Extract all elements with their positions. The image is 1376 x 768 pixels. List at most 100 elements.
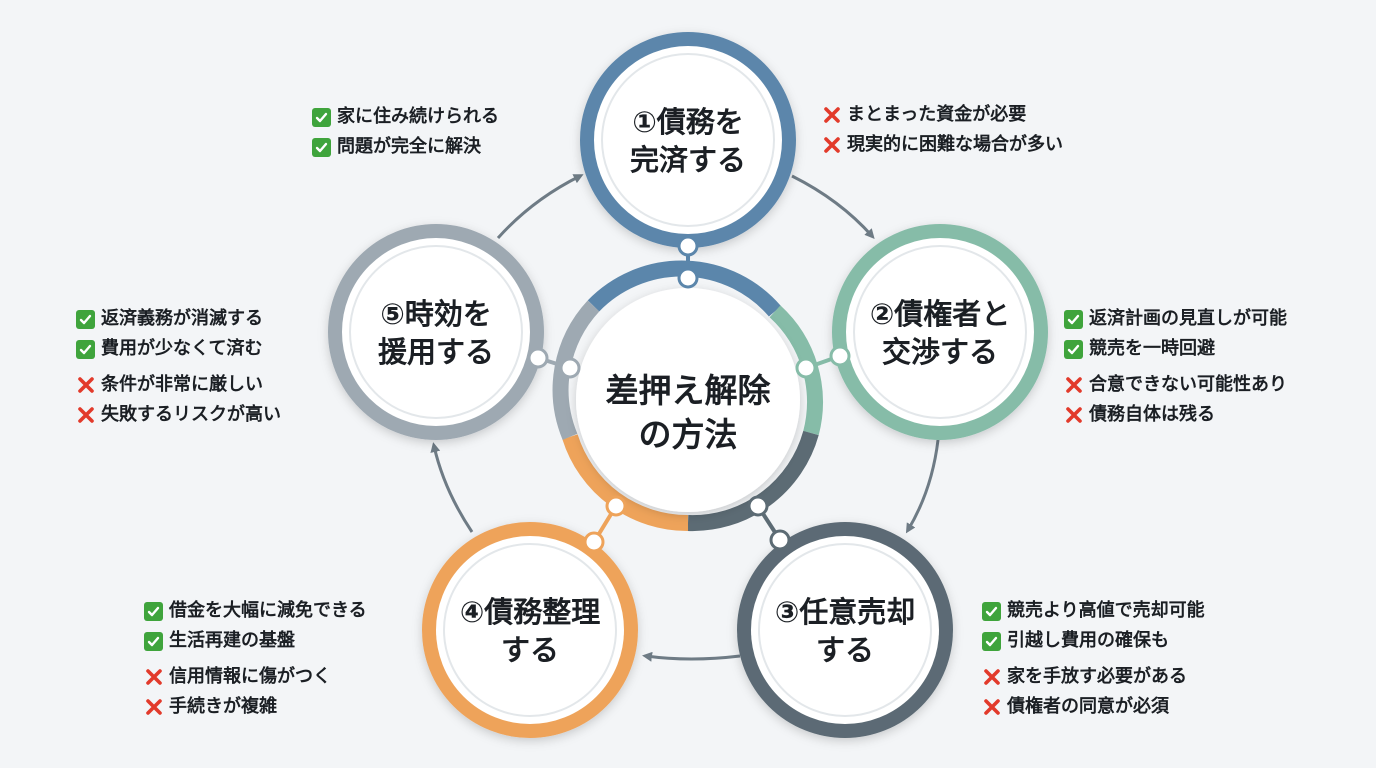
con-text: 条件が非常に厳しい	[101, 374, 263, 395]
node-5-statute-limitations: ⑤時効を 援用する	[328, 224, 549, 440]
check-box-icon	[982, 601, 1001, 621]
hub-joint-node1	[677, 267, 699, 289]
arrow-2-to-3	[905, 439, 940, 534]
node-3-list: 競売より高値で売却可能 引越し費用の確保も 家を手放す必要がある 債権者の同意が…	[982, 596, 1205, 722]
node-1-pay-off-debt: ①債務を 完済する	[580, 32, 796, 257]
con-item: 現実的に困難な場合が多い	[822, 130, 1063, 160]
cross-icon	[1064, 406, 1083, 425]
con-item: 家を手放す必要がある	[982, 662, 1205, 692]
node-5-list: 返済義務が消滅する 費用が少なくて済む 条件が非常に厳しい 失敗するリスクが高い	[76, 304, 281, 430]
check-box-icon	[1064, 309, 1083, 329]
node-1-title-line2: 完済する	[630, 143, 746, 177]
arrow-3-to-4	[642, 651, 741, 662]
node-1-inner	[601, 53, 775, 227]
hub-joint-node5	[559, 357, 581, 379]
pro-item: 競売を一時回避	[1064, 334, 1287, 364]
node-1-joint	[677, 235, 699, 257]
node-4-inner	[443, 543, 617, 717]
center-title-line2: の方法	[639, 415, 738, 454]
cross-icon	[144, 698, 163, 717]
pro-text: 生活再建の基盤	[169, 630, 295, 651]
node-4-title-line1: ④債務整理	[460, 595, 601, 629]
check-box-icon	[312, 137, 331, 157]
node-1-title-line1: ①債務を	[632, 105, 744, 139]
con-item: 失敗するリスクが高い	[76, 400, 281, 430]
pro-item: 費用が少なくて済む	[76, 334, 281, 364]
pro-text: 費用が少なくて済む	[101, 338, 263, 359]
con-text: 失敗するリスクが高い	[101, 404, 281, 425]
node-2-list: 返済計画の見直しが可能 競売を一時回避 合意できない可能性あり 債務自体は残る	[1064, 304, 1287, 430]
node-4-list: 借金を大幅に減免できる 生活再建の基盤 信用情報に傷がつく 手続きが複雑	[144, 596, 367, 722]
pro-item: 競売より高値で売却可能	[982, 596, 1205, 626]
node-2-negotiate-creditor: ②債権者と 交渉する	[829, 224, 1048, 440]
con-text: 債務自体は残る	[1089, 404, 1215, 425]
node-2-inner	[853, 245, 1027, 419]
pro-item: 返済計画の見直しが可能	[1064, 304, 1287, 334]
node-5-title-line2: 援用する	[378, 335, 494, 369]
cycle-arrows	[430, 174, 940, 662]
hub-joint-node4	[605, 495, 627, 517]
node-4-title-line2: する	[501, 633, 559, 667]
pro-text: 家に住み続けられる	[337, 106, 499, 127]
hub-joint-node2	[795, 357, 817, 379]
cross-icon	[982, 698, 1001, 717]
cross-icon	[1064, 376, 1083, 395]
con-item: 債権者の同意が必須	[982, 692, 1205, 722]
pro-text: 返済義務が消滅する	[101, 308, 263, 329]
pro-item: 借金を大幅に減免できる	[144, 596, 367, 626]
node-1-cons-list: まとまった資金が必要 現実的に困難な場合が多い	[822, 100, 1063, 160]
con-item: まとまった資金が必要	[822, 100, 1063, 130]
check-box-icon	[76, 309, 95, 329]
check-box-icon	[1064, 339, 1083, 359]
pro-item: 引越し費用の確保も	[982, 626, 1205, 656]
pro-text: 競売を一時回避	[1089, 338, 1215, 359]
cross-icon	[76, 406, 95, 425]
check-box-icon	[312, 107, 331, 127]
arrow-5-to-1	[496, 174, 584, 240]
pro-text: 借金を大幅に減免できる	[169, 600, 367, 621]
pro-text: 返済計画の見直しが可能	[1089, 308, 1287, 329]
pro-text: 問題が完全に解決	[337, 136, 481, 157]
node-5-joint	[527, 347, 549, 369]
con-item: 合意できない可能性あり	[1064, 370, 1287, 400]
arrow-4-to-5	[430, 442, 474, 533]
node-3-inner	[758, 543, 932, 717]
check-box-icon	[76, 339, 95, 359]
node-5-inner	[349, 245, 523, 419]
check-box-icon	[982, 631, 1001, 651]
con-text: 債権者の同意が必須	[1007, 696, 1169, 717]
node-5-title-line1: ⑤時効を	[380, 297, 492, 331]
cross-icon	[76, 376, 95, 395]
hub-disc	[576, 288, 800, 512]
node-2-title-line2: 交渉する	[882, 335, 998, 369]
hub-joint-node3	[747, 495, 769, 517]
cross-icon	[144, 668, 163, 687]
node-3-joint	[769, 529, 791, 551]
pro-text: 引越し費用の確保も	[1007, 630, 1169, 651]
con-text: 信用情報に傷がつく	[169, 666, 331, 687]
pro-text: 競売より高値で売却可能	[1007, 600, 1205, 621]
node-2-title-line1: ②債権者と	[870, 297, 1011, 331]
con-text: 合意できない可能性あり	[1089, 374, 1287, 395]
arrow-1-to-2	[791, 174, 875, 239]
node-1-pros-list: 家に住み続けられる 問題が完全に解決	[312, 102, 499, 162]
con-text: まとまった資金が必要	[847, 104, 1027, 125]
con-text: 手続きが複雑	[169, 696, 277, 717]
pro-item: 返済義務が消滅する	[76, 304, 281, 334]
pro-item: 生活再建の基盤	[144, 626, 367, 656]
con-text: 家を手放す必要がある	[1007, 666, 1187, 687]
check-box-icon	[144, 631, 163, 651]
center-hub: 差押え解除 の方法	[552, 260, 823, 532]
node-4-joint	[583, 531, 605, 553]
cross-icon	[982, 668, 1001, 687]
node-4-debt-consolidation: ④債務整理 する	[422, 522, 638, 738]
con-item: 条件が非常に厳しい	[76, 370, 281, 400]
con-item: 手続きが複雑	[144, 692, 367, 722]
con-text: 現実的に困難な場合が多い	[847, 134, 1063, 155]
node-3-voluntary-sale: ③任意売却 する	[737, 522, 953, 738]
center-title-line1: 差押え解除	[606, 371, 772, 410]
node-3-title-line1: ③任意売却	[775, 595, 916, 629]
con-item: 信用情報に傷がつく	[144, 662, 367, 692]
